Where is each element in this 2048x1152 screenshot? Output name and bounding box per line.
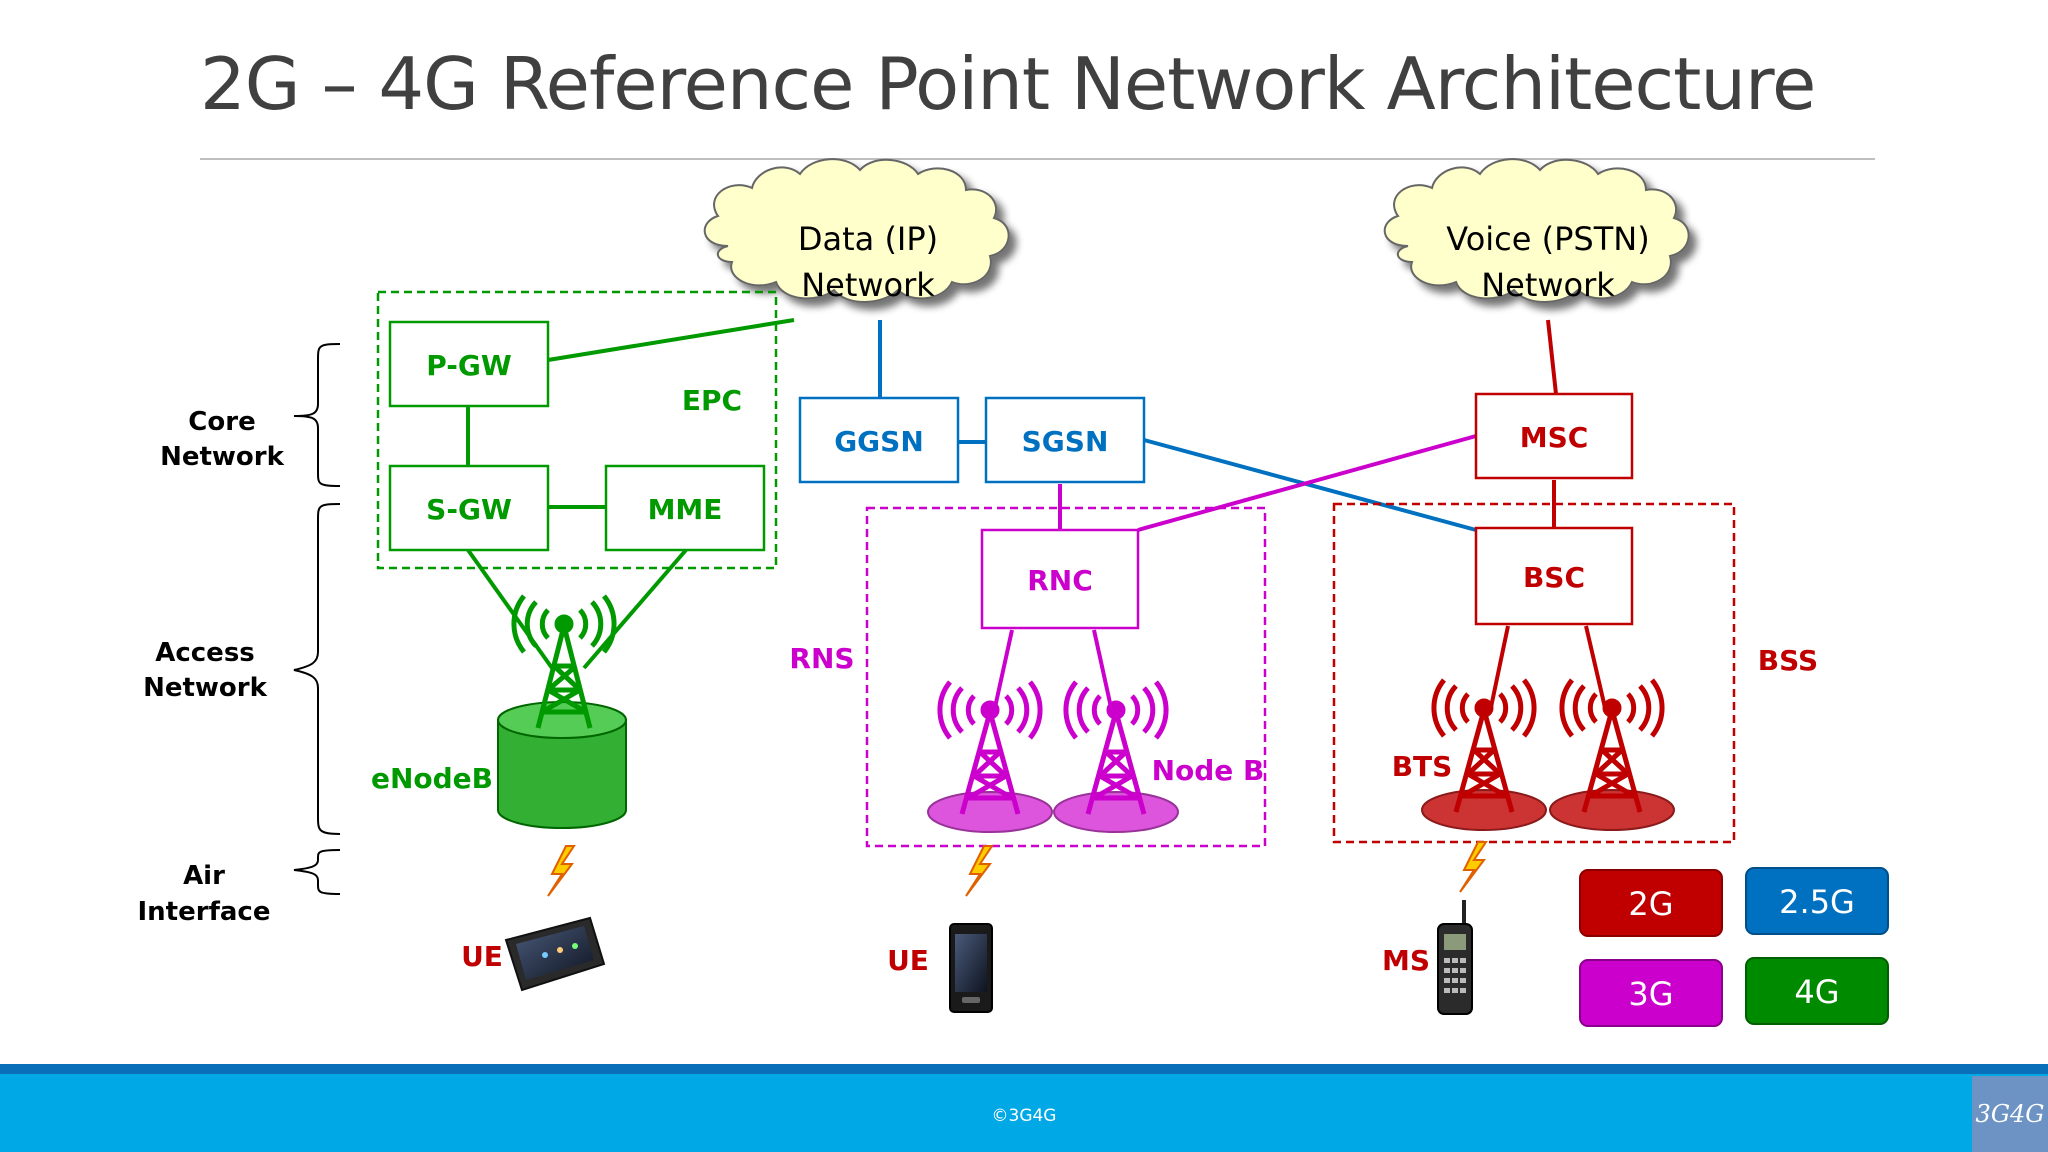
rns-label: RNS <box>789 642 854 675</box>
access-network-label-2: Network <box>143 673 268 703</box>
nodeb-2-antenna-icon <box>1063 680 1169 815</box>
pgw-node: P-GW <box>388 320 550 408</box>
lightning-icon-gsm <box>1459 841 1488 893</box>
network-architecture-diagram: Data (IP) Network Voice (PSTN) Network E… <box>138 158 1889 1027</box>
footer-bar <box>0 1064 2048 1152</box>
bss-group-box <box>1332 502 1736 844</box>
slide-title: 2G – 4G Reference Point Network Architec… <box>200 42 1816 126</box>
legend-4g-label: 4G <box>1794 973 1839 1011</box>
bts-2 <box>1549 678 1675 831</box>
legend: 2G 2.5G 3G 4G <box>1579 867 1889 1027</box>
link-rnc-msc <box>1137 434 1477 532</box>
data-cloud-label-1: Data (IP) <box>798 220 938 258</box>
enodeb-antenna-icon <box>511 594 617 729</box>
ue-umts-label: UE <box>887 944 929 977</box>
legend-3g: 3G <box>1579 959 1723 1027</box>
links <box>466 318 1608 713</box>
nodeb-2 <box>1053 680 1179 833</box>
footer-accent-strip <box>0 1064 2048 1074</box>
air-interface-label-1: Air <box>183 861 225 891</box>
link-bsc-bts-1 <box>1488 625 1510 713</box>
legend-2g: 2G <box>1579 869 1723 937</box>
legend-25g-label: 2.5G <box>1779 883 1855 921</box>
rns-group-box <box>865 506 1267 848</box>
link-pgw-data-cloud <box>547 318 795 362</box>
nodeb-1 <box>927 680 1053 833</box>
voice-pstn-network-cloud <box>1383 158 1690 303</box>
rnc-node: RNC <box>980 528 1140 630</box>
nodeb-1-antenna-icon <box>937 680 1043 815</box>
slim-phone-icon <box>949 923 993 1013</box>
bts-1-antenna-icon <box>1431 678 1537 813</box>
link-rnc-nodeb-2 <box>1092 629 1114 713</box>
feature-phone-icon <box>1437 900 1473 1015</box>
voice-cloud-label-2: Network <box>1481 266 1615 304</box>
core-network-label-2: Network <box>160 442 285 472</box>
sgw-node: S-GW <box>388 464 550 552</box>
ms-label: MS <box>1382 944 1430 977</box>
bts-label: BTS <box>1392 750 1453 783</box>
lightning-icon-lte <box>547 845 576 897</box>
rnc-label: RNC <box>1027 564 1093 597</box>
data-cloud-label-2: Network <box>801 266 935 304</box>
bts-1 <box>1421 678 1547 831</box>
link-sgw-enodeb <box>466 548 554 670</box>
mme-label: MME <box>648 493 723 526</box>
epc-group-box <box>376 290 778 570</box>
mme-node: MME <box>604 464 766 552</box>
link-rnc-nodeb-1 <box>992 629 1014 713</box>
ue-lte-label: UE <box>461 940 503 973</box>
link-mme-enodeb <box>582 548 688 670</box>
link-voice-cloud-msc <box>1546 319 1558 395</box>
legend-3g-label: 3G <box>1628 975 1673 1013</box>
epc-label: EPC <box>682 384 742 417</box>
footer-logo: 3G4G <box>1972 1076 2048 1152</box>
enodeb-base-cylinder <box>497 701 627 829</box>
lightning-icon-umts <box>965 845 994 897</box>
link-bsc-bts-2 <box>1584 625 1608 713</box>
enodeb-label: eNodeB <box>371 762 493 795</box>
brackets <box>293 343 341 895</box>
air-interface-bracket <box>293 849 341 895</box>
air-interface-label-2: Interface <box>138 897 271 927</box>
core-network-label-1: Core <box>188 407 255 437</box>
ggsn-node: GGSN <box>798 396 960 484</box>
link-sgsn-bsc <box>1143 438 1477 532</box>
title-divider <box>200 158 1875 160</box>
bsc-node: BSC <box>1474 526 1634 626</box>
smartphone-icon <box>504 916 606 992</box>
legend-25g: 2.5G <box>1745 867 1889 935</box>
legend-2g-label: 2G <box>1628 885 1673 923</box>
sgsn-label: SGSN <box>1022 425 1109 458</box>
legend-4g: 4G <box>1745 957 1889 1025</box>
bts-2-antenna-icon <box>1559 678 1665 813</box>
ggsn-label: GGSN <box>834 425 924 458</box>
footer-copyright: ©3G4G <box>991 1106 1057 1126</box>
bss-label: BSS <box>1758 644 1818 677</box>
access-network-label-1: Access <box>155 638 255 668</box>
voice-cloud-label-1: Voice (PSTN) <box>1446 220 1649 258</box>
access-network-bracket <box>293 503 341 835</box>
sgw-label: S-GW <box>426 493 512 526</box>
msc-node: MSC <box>1474 392 1634 480</box>
msc-label: MSC <box>1520 421 1589 454</box>
nodeb-label: Node B <box>1152 754 1265 787</box>
pgw-label: P-GW <box>426 349 512 382</box>
sgsn-node: SGSN <box>984 396 1146 484</box>
data-ip-network-cloud <box>703 158 1010 303</box>
core-network-bracket <box>293 343 341 487</box>
bsc-label: BSC <box>1523 561 1585 594</box>
